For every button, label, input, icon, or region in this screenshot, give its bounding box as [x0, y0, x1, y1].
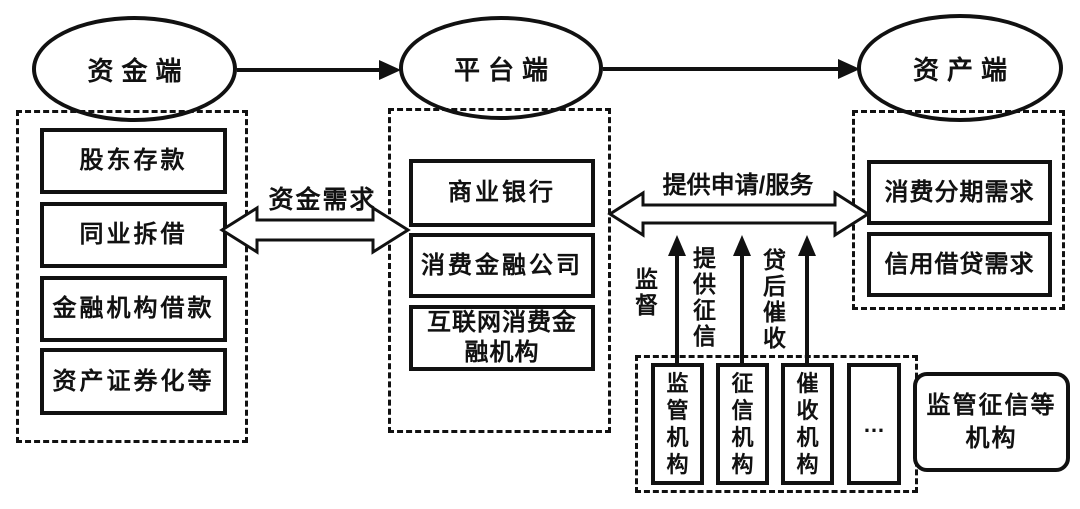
box-internet-consumer-finance-label: 互联网消费金融机构: [427, 309, 577, 366]
label-provide-application-service: 提供申请/服务: [662, 172, 814, 199]
label-funding-demand: 资金需求: [268, 186, 377, 214]
box-asset-securitization-label: 资产证券化等: [52, 367, 215, 395]
label-provide-credit-reporting: 提供征信: [693, 245, 716, 349]
funding-group-container: [16, 110, 248, 443]
up-arrow-post-loan-collection: [798, 235, 816, 363]
label-post-loan-collection: 贷后催收: [763, 247, 786, 351]
box-other-agencies: …: [847, 363, 901, 485]
ellipse-asset-side: 资产端: [857, 14, 1063, 122]
up-arrow-supervision: [668, 235, 686, 363]
box-consumer-finance-company: 消费金融公司: [409, 233, 595, 298]
arrow-funding-to-platform: [237, 60, 401, 80]
box-shareholder-deposits-label: 股东存款: [79, 147, 188, 174]
box-credit-loan-demand-label: 信用借贷需求: [884, 250, 1035, 278]
box-regulation-credit-etc-agencies-label: 监管征信等机构: [926, 392, 1057, 452]
ellipse-platform-label: 平台端: [453, 54, 556, 85]
ellipse-platform-side: 平台端: [399, 16, 603, 120]
box-consumer-finance-company-label: 消费金融公司: [421, 251, 583, 279]
box-interbank-lending: 同业拆借: [40, 202, 227, 268]
box-other-agencies-label: …: [863, 411, 885, 437]
box-commercial-bank: 商业银行: [409, 159, 595, 227]
ellipse-asset-label: 资产端: [912, 54, 1015, 85]
up-arrow-provide-credit-reporting: [733, 235, 751, 363]
box-collection-agency: 催收机构: [781, 363, 834, 485]
box-credit-reporting-agency: 征信机构: [716, 363, 769, 485]
box-consumer-installment-demand-label: 消费分期需求: [884, 178, 1035, 206]
box-consumer-installment-demand: 消费分期需求: [867, 160, 1052, 225]
platform-group-container: [388, 108, 611, 433]
box-interbank-lending-label: 同业拆借: [79, 221, 188, 248]
box-credit-loan-demand: 信用借贷需求: [867, 232, 1052, 297]
ellipse-funding-label: 资金端: [87, 55, 190, 86]
box-regulatory-agency-label: 监管机构: [666, 371, 689, 477]
box-financial-institution-loans: 金融机构借款: [40, 276, 227, 342]
box-collection-agency-label: 催收机构: [796, 371, 819, 477]
box-commercial-bank-label: 商业银行: [448, 179, 556, 206]
arrow-platform-to-asset: [603, 59, 860, 79]
box-shareholder-deposits: 股东存款: [40, 128, 227, 194]
box-internet-consumer-finance: 互联网消费金融机构: [409, 305, 595, 371]
box-credit-reporting-agency-label: 征信机构: [731, 371, 754, 477]
ellipse-funding-side: 资金端: [32, 16, 237, 122]
label-supervision: 监督: [635, 266, 658, 318]
box-regulation-credit-etc-agencies: 监管征信等机构: [913, 372, 1070, 472]
box-regulatory-agency: 监管机构: [651, 363, 704, 485]
box-asset-securitization: 资产证券化等: [40, 348, 227, 415]
box-financial-institution-loans-label: 金融机构借款: [52, 295, 215, 322]
